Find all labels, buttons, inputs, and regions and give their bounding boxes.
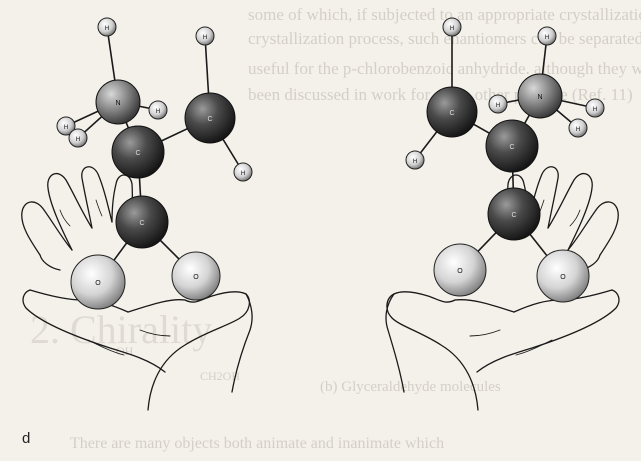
- oxygen-atom-label: O: [560, 274, 566, 281]
- hydrogen-atom-label: H: [576, 127, 580, 133]
- hydrogen-atom-label: H: [156, 109, 160, 115]
- hydrogen-atom-label: H: [496, 103, 500, 109]
- hydrogen-atom-label: H: [413, 159, 417, 165]
- oxygen-atom-label: O: [193, 274, 199, 281]
- hydrogen-atom-label: H: [64, 125, 68, 131]
- left-molecule: O O C C C N H H H H H H: [57, 18, 252, 309]
- carbon-atom-label: C: [139, 220, 144, 227]
- hydrogen-atom-label: H: [545, 35, 549, 41]
- carbon-atom-label: C: [511, 212, 516, 219]
- panel-label: d: [22, 430, 30, 447]
- hydrogen-atom-label: H: [76, 137, 80, 143]
- oxygen-atom-label: O: [95, 280, 101, 287]
- hydrogen-atom-label: H: [593, 107, 597, 113]
- carbon-atom-label: C: [135, 150, 140, 157]
- carbon-atom-label: C: [509, 144, 514, 151]
- carbon-atom-label: C: [449, 110, 454, 117]
- hydrogen-atom-label: H: [203, 35, 207, 41]
- hydrogen-atom-label: H: [450, 26, 454, 32]
- right-molecule: O O C C C N H H H H H H: [406, 18, 604, 302]
- oxygen-atom-label: O: [457, 268, 463, 275]
- hydrogen-atom-label: H: [241, 171, 245, 177]
- nitrogen-atom-label: N: [537, 94, 542, 101]
- nitrogen-atom-label: N: [115, 100, 120, 107]
- hydrogen-atom-label: H: [105, 26, 109, 32]
- carbon-atom-label: C: [207, 116, 212, 123]
